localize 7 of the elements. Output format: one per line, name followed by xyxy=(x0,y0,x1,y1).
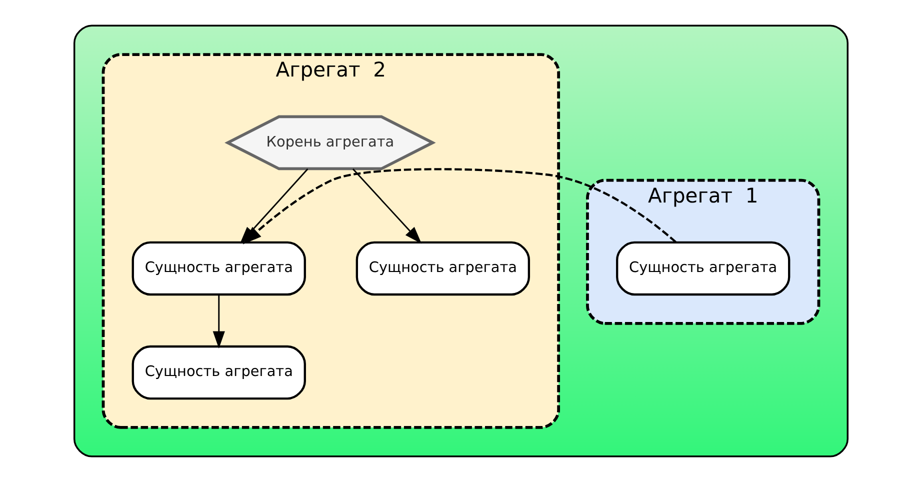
arrow xyxy=(212,294,225,349)
arrow xyxy=(352,168,422,244)
node-box: Сущность агрегата xyxy=(132,241,306,296)
cluster xyxy=(73,24,849,458)
node-box: Сущность агрегата xyxy=(616,241,790,296)
node-box: Сущность агрегата xyxy=(132,345,306,400)
node-box: Сущность агрегата xyxy=(356,241,530,296)
